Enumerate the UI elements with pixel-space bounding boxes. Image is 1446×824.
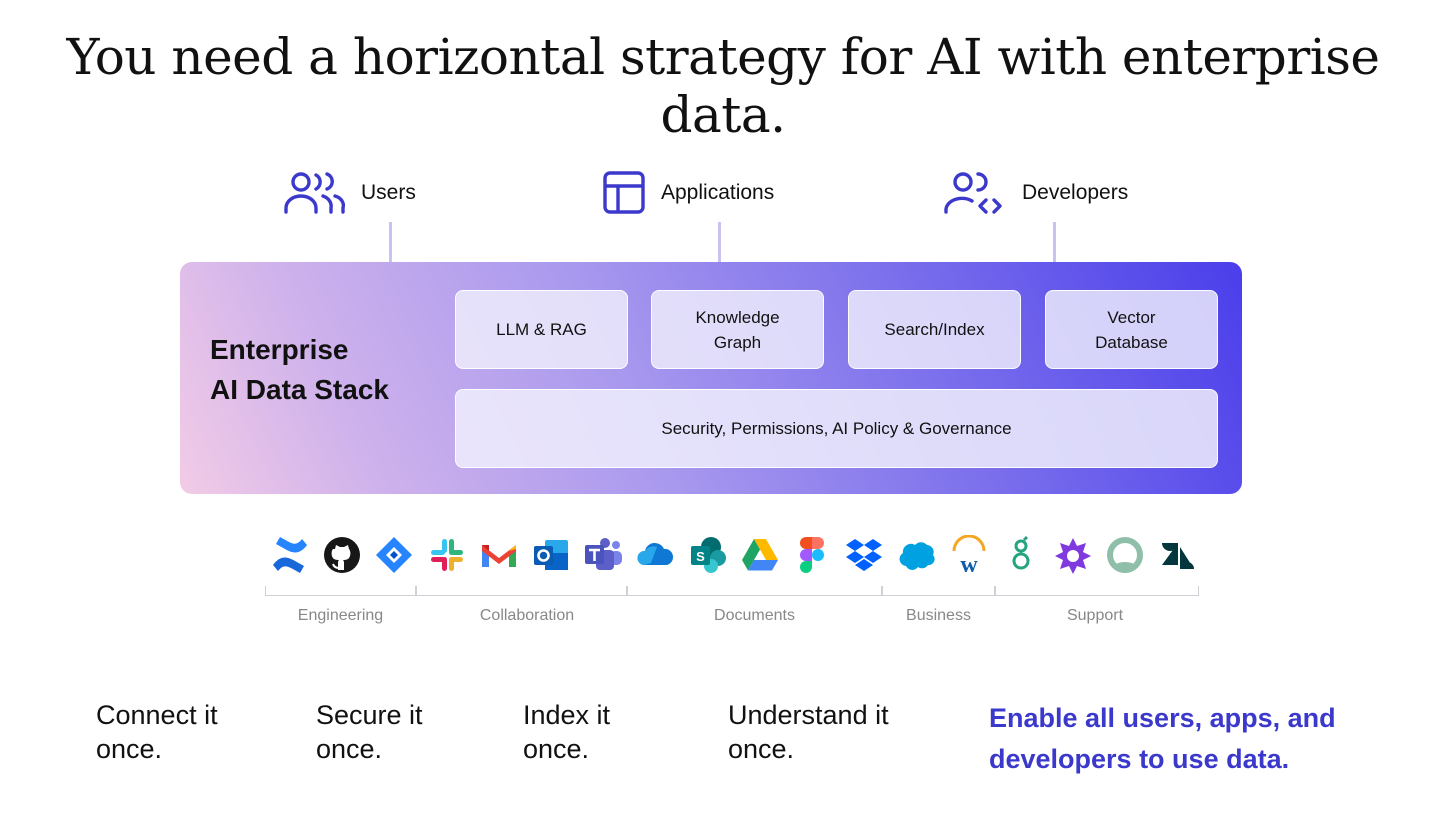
category-bracket (627, 586, 882, 596)
gong-icon (1055, 538, 1091, 574)
figma-icon (800, 537, 824, 573)
workday-icon: w (952, 535, 986, 575)
outlook-icon (534, 540, 568, 570)
onedrive-icon (637, 542, 674, 565)
category-bracket (416, 586, 627, 596)
persona-label: Applications (661, 181, 775, 204)
connector-line (718, 222, 721, 262)
salesforce-icon (899, 542, 935, 570)
enterprise-ai-data-stack: Enterprise AI Data Stack LLM & RAG Knowl… (180, 262, 1242, 494)
svg-text:S: S (696, 549, 705, 564)
zendesk-icon (1162, 543, 1194, 569)
persona-applications: Applications (601, 170, 774, 216)
jira-icon (376, 537, 412, 573)
page-title: You need a horizontal strategy for AI wi… (66, 28, 1380, 144)
category-bracket (265, 586, 416, 596)
security-governance-layer: Security, Permissions, AI Policy & Gover… (455, 389, 1218, 468)
google-drive-icon (742, 539, 778, 571)
category-collaboration: Collaboration (479, 607, 575, 624)
connector-line (389, 222, 392, 262)
persona-label: Users (361, 181, 416, 204)
category-documents: Documents (714, 607, 795, 624)
svg-text:w: w (960, 552, 978, 575)
category-engineering: Engineering (297, 607, 384, 624)
category-bracket (882, 586, 995, 596)
confluence-icon (273, 537, 307, 573)
persona-label: Developers (1022, 181, 1129, 204)
component-search-index: Search/Index (848, 290, 1021, 369)
gmail-icon (482, 545, 516, 567)
sharepoint-icon: S (691, 537, 726, 573)
persona-users: Users (283, 170, 416, 216)
slack-icon (431, 539, 463, 571)
component-llm-rag: LLM & RAG (455, 290, 628, 369)
github-icon (324, 537, 360, 573)
category-bracket (995, 586, 1199, 596)
users-icon (284, 172, 346, 214)
gorgias-icon (1107, 537, 1143, 573)
greenhouse-icon (1012, 535, 1030, 570)
persona-developers: Developers (942, 170, 1128, 216)
layout-icon (603, 171, 645, 214)
category-support: Support (1066, 607, 1124, 624)
stack-title: Enterprise AI Data Stack (210, 334, 389, 405)
category-business: Business (906, 607, 971, 624)
connector-line (1053, 222, 1056, 262)
teams-icon (585, 538, 622, 570)
developer-icon (944, 172, 1002, 214)
dropbox-icon (846, 539, 882, 571)
